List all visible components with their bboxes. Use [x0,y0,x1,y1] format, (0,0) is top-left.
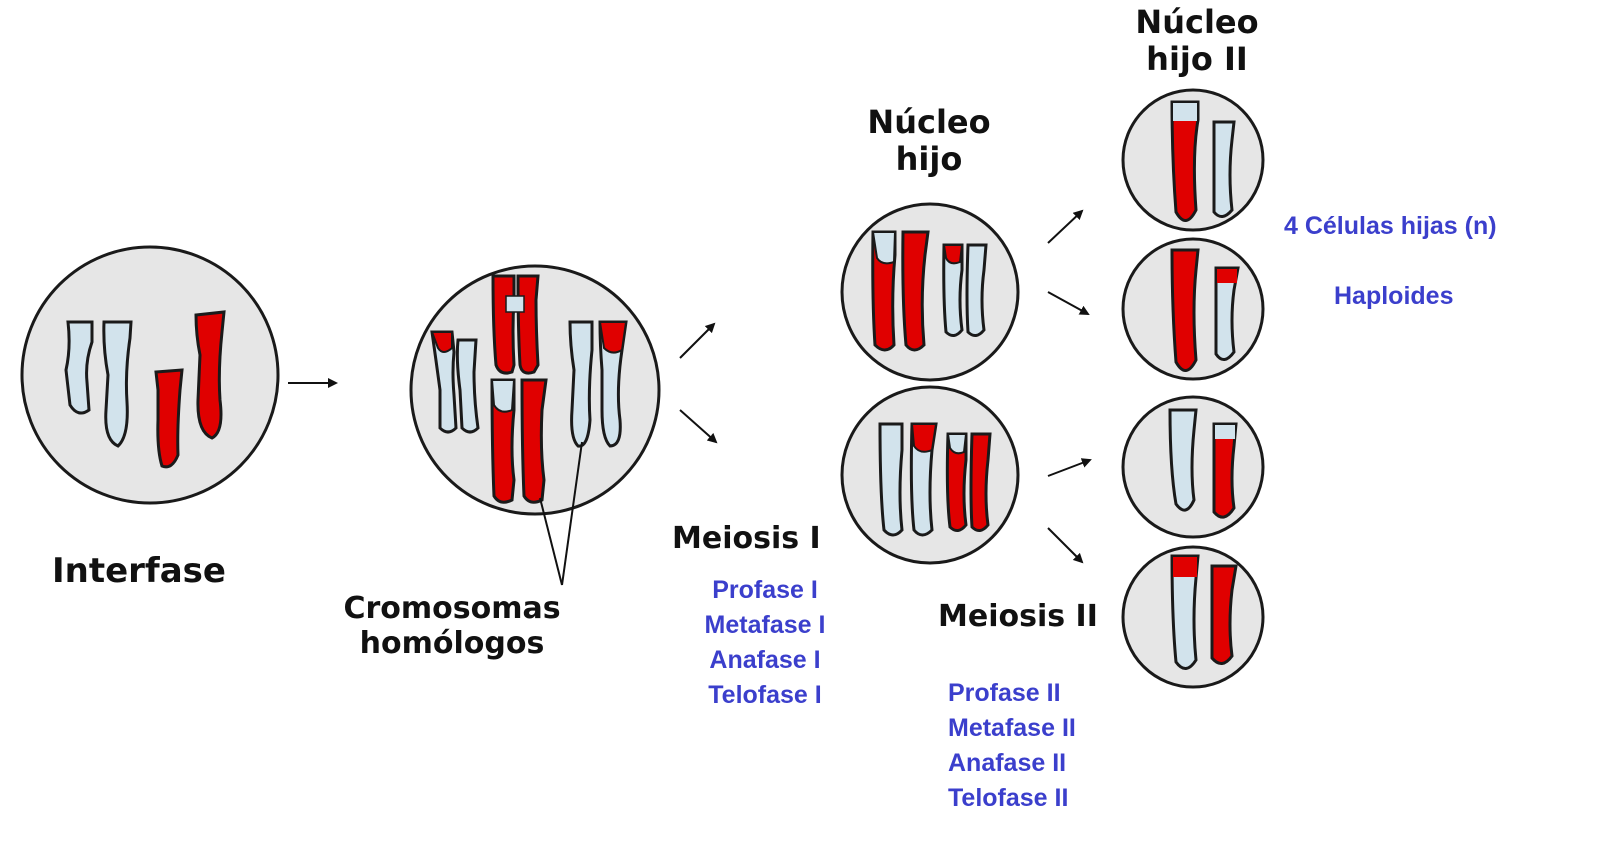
arrow-to-final-cell-4 [1047,527,1084,564]
arrow-to-final-cell-1 [1047,209,1084,244]
final-cell-2 [1121,237,1265,381]
nucleo-hijo-bottom [840,385,1020,565]
nucleo-hijo-top-chromosome-blue [942,243,988,337]
meiosis2-phase: Anafase II [948,749,1067,777]
meiosis1-phase-list: Profase I Metafase I Anafase I Telofase … [690,573,840,713]
label-nucleo-hijo-ii-line2: hijo II [1146,39,1248,78]
label-nucleo-hijo-ii: Núcleo hijo II [1126,4,1268,78]
nucleo-hijo-top-chromosome-red [871,230,930,352]
final-cell-1 [1121,88,1265,232]
label-nucleo-hijo: Núcleo hijo [858,104,1000,178]
label-nucleo-hijo-line1: Núcleo [867,103,991,141]
homologos-chromosome-red-center [490,378,548,504]
label-meiosis1: Meiosis I [672,521,821,556]
interfase-cell [20,245,280,505]
homologos-cell [409,264,661,586]
label-cromosomas-homologos: Cromosomas homólogos [336,591,568,661]
label-haploides: Haploides [1334,282,1454,310]
interfase-chromosome-red-2 [194,310,226,440]
label-nucleo-hijo-line2: hijo [895,139,963,178]
meiosis1-phase: Anafase I [709,646,821,674]
label-interfase: Interfase [52,551,226,591]
nucleo-hijo-top [840,202,1020,382]
homologos-chromosome-blue-right [568,320,628,448]
pointer-line-2 [561,441,583,586]
label-homologos-line2: homólogos [359,625,545,661]
meiosis1-phase: Profase I [712,576,818,604]
interfase-chromosome-blue-2 [102,320,133,448]
arrow-to-nucleo-hijo-bottom [679,409,718,444]
label-nucleo-hijo-ii-line1: Núcleo [1135,3,1259,41]
label-homologos-line1: Cromosomas [343,591,561,626]
arrow-to-final-cell-2 [1047,291,1090,315]
meiosis1-phase: Metafase I [704,611,826,639]
homologos-chromosome-small-left [430,330,480,434]
nucleo-hijo-bottom-chromosome-red [945,432,992,532]
interfase-chromosome-red-1 [154,368,184,469]
interfase-chromosome-blue-1 [64,320,94,415]
meiosis2-phase: Metafase II [948,714,1076,742]
arrow-to-nucleo-hijo-top [679,322,716,359]
meiosis2-phase: Profase II [948,679,1061,707]
label-meiosis2: Meiosis II [938,599,1098,634]
final-cell-3 [1121,395,1265,539]
meiosis1-phase: Telofase I [708,681,822,709]
meiosis2-phase-list: Profase II Metafase II Anafase II Telofa… [948,676,1108,816]
meiosis2-phase: Telofase II [948,784,1069,812]
arrow-to-final-cell-3 [1047,458,1092,477]
label-celulas-hijas: 4 Células hijas (n) [1284,212,1497,240]
nucleo-hijo-bottom-chromosome-blue [878,422,938,537]
pointer-line-1 [539,497,563,586]
homologos-chromosome-red-top [491,274,540,375]
final-cell-4 [1121,545,1265,689]
